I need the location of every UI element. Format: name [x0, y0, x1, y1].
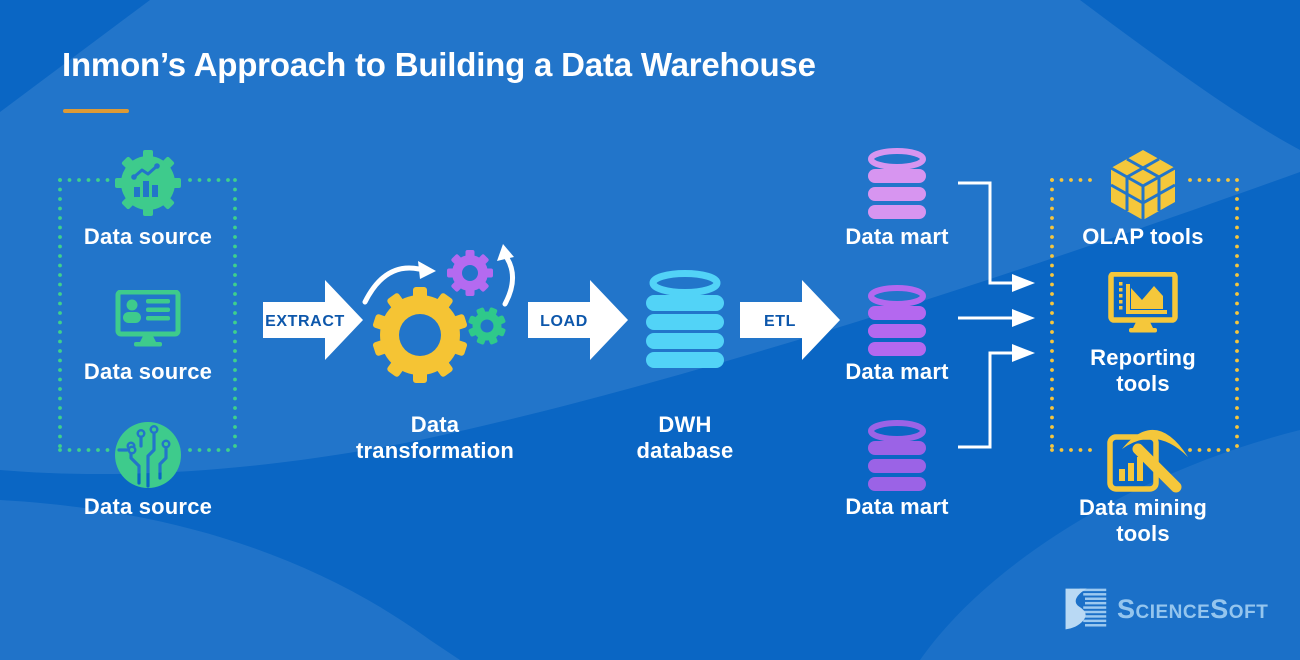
dwh-database-icon: [646, 270, 724, 368]
data-transformation-label: Data transformation: [355, 412, 515, 463]
monitor-user-icon: [115, 290, 181, 347]
dwh-database-label: DWH database: [636, 412, 734, 463]
extract-arrow: EXTRACT: [263, 280, 363, 360]
title-underline: [63, 109, 129, 113]
olap-tools-label: OLAP tools: [1082, 224, 1204, 249]
data-mart-icon: [868, 420, 926, 491]
sciencesoft-mark-icon: [1065, 588, 1107, 630]
brand-logo: ScienceSoft: [1062, 586, 1268, 632]
brand-name: ScienceSoft: [1117, 594, 1269, 624]
rotation-arrows-icon: [362, 244, 515, 307]
data-source-label: Data source: [83, 224, 213, 249]
data-mart-label: Data mart: [845, 359, 949, 384]
data-sources-group-border: [58, 178, 237, 452]
load-arrow: LOAD: [528, 280, 628, 360]
olap-cube-icon: [1111, 150, 1175, 220]
data-mart-icon: [868, 285, 926, 356]
etl-arrow: ETL: [740, 280, 840, 360]
page-title: Inmon’s Approach to Building a Data Ware…: [62, 46, 816, 83]
etl-arrow-label: ETL: [764, 313, 796, 330]
reporting-monitor-icon: [1108, 272, 1178, 333]
tools-group-border: [1050, 178, 1239, 452]
extract-arrow-label: EXTRACT: [265, 313, 345, 330]
connector-arrows: [958, 181, 1035, 449]
circuit-icon: [115, 422, 181, 488]
data-source-label: Data source: [83, 359, 213, 384]
data-transformation-gears-icon: [362, 244, 515, 383]
data-source-label: Data source: [83, 494, 213, 519]
reporting-tools-label: Reporting tools: [1090, 345, 1196, 396]
data-mart-label: Data mart: [845, 494, 949, 519]
data-mining-tools-label: Data mining tools: [1078, 495, 1208, 546]
data-mart-icon: [868, 148, 926, 219]
load-arrow-label: LOAD: [540, 313, 588, 330]
mining-pickaxe-icon: [1107, 429, 1188, 493]
gear-chart-icon: [115, 150, 181, 216]
data-mart-label: Data mart: [845, 224, 949, 249]
